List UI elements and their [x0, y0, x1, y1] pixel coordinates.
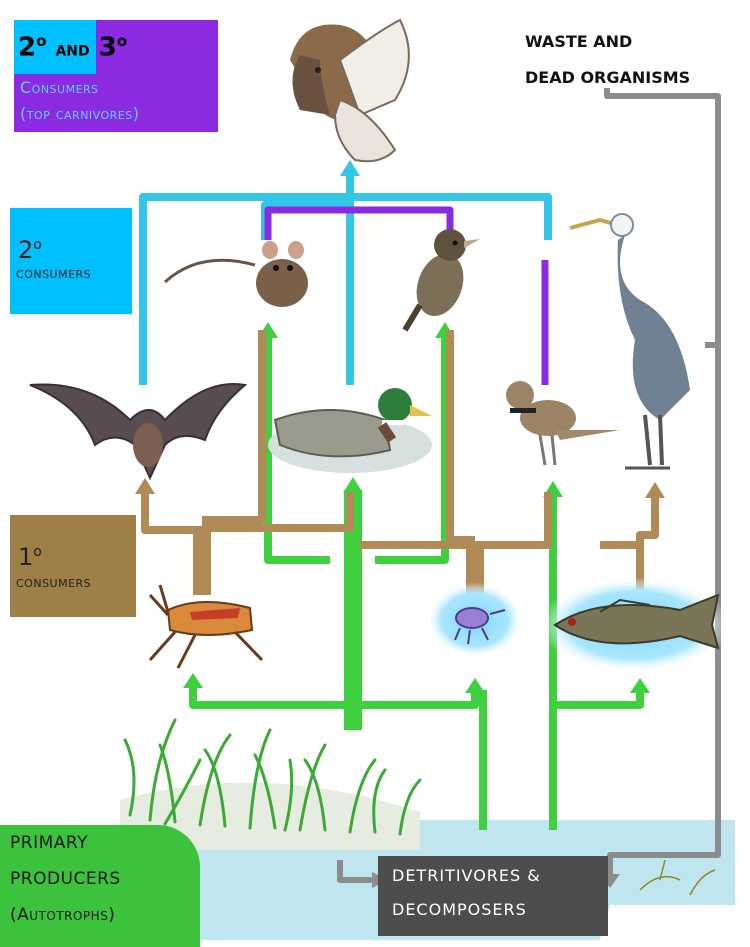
amphipod-illustration [427, 582, 523, 658]
green-to-sparrow [375, 335, 449, 564]
killdeer-illustration [506, 381, 620, 466]
green-to-mouse [264, 335, 330, 564]
waste-line1: WASTE AND [525, 32, 633, 51]
cyan-energy-arrows [139, 172, 552, 385]
cyan-arrowheads [340, 160, 360, 176]
secondary-consumers-line1: consumers [16, 264, 92, 282]
detritivores-line1: DETRITIVORES & [392, 866, 541, 885]
and-word: AND [55, 43, 90, 60]
producers-line1: PRIMARY [10, 833, 88, 853]
heron-illustration [569, 213, 690, 470]
detritivores-box: DETRITIVORES & DECOMPOSERS [378, 856, 608, 936]
degree-mark: o [36, 32, 47, 50]
primary-consumers-box: 1o consumers [10, 515, 136, 617]
brown-energy-arrows [141, 330, 659, 595]
primary-consumers-line1: consumers [16, 573, 92, 591]
top-consumers-box: 2o AND 3o Consumers (top carnivores) [14, 20, 218, 132]
secondary-consumers-box: 2o consumers [10, 208, 132, 314]
sparrow-illustration [402, 229, 480, 332]
grass-illustration [123, 718, 422, 836]
producers-line2: PRODUCERS [10, 869, 121, 889]
degree-mark: o [33, 544, 42, 560]
one-numeral: 1 [18, 543, 34, 571]
top-consumers-line1: Consumers [20, 78, 99, 97]
producers-line3: (Autotrophs) [10, 905, 116, 925]
bass-illustration [540, 577, 730, 673]
bat-illustration [29, 383, 248, 481]
waste-label: WASTE AND DEAD ORGANISMS [525, 24, 690, 96]
hawk-illustration [290, 18, 410, 163]
purple-energy-arrows [264, 206, 549, 385]
top-consumers-accent [14, 20, 96, 74]
mouse-illustration [163, 241, 308, 307]
brown-from-bass [636, 495, 659, 590]
detritivores-line2: DECOMPOSERS [392, 900, 527, 919]
brown-arrowheads [135, 478, 665, 498]
top-consumers-heading: 2o AND 3o [18, 32, 127, 63]
two-numeral: 2 [18, 32, 37, 63]
primary-consumers-heading: 1o [18, 543, 42, 571]
waste-arrows [337, 88, 721, 883]
primary-producers-box: PRIMARY PRODUCERS (Autotrophs) [0, 825, 200, 947]
top-consumers-line2: (top carnivores) [20, 104, 140, 123]
ground-mound [120, 782, 420, 850]
duck-illustration [268, 388, 432, 473]
green-to-amphipod [353, 690, 479, 709]
secondary-consumers-heading: 2o [18, 236, 42, 264]
waste-line2: DEAD ORGANISMS [525, 68, 691, 87]
grasshopper-illustration [148, 584, 264, 669]
green-to-grasshopper [189, 685, 353, 709]
degree-mark: o [116, 32, 128, 50]
degree-mark: o [33, 237, 42, 253]
green-to-bass [549, 690, 644, 760]
three-numeral: 3 [98, 32, 117, 63]
two-numeral: 2 [18, 236, 34, 264]
